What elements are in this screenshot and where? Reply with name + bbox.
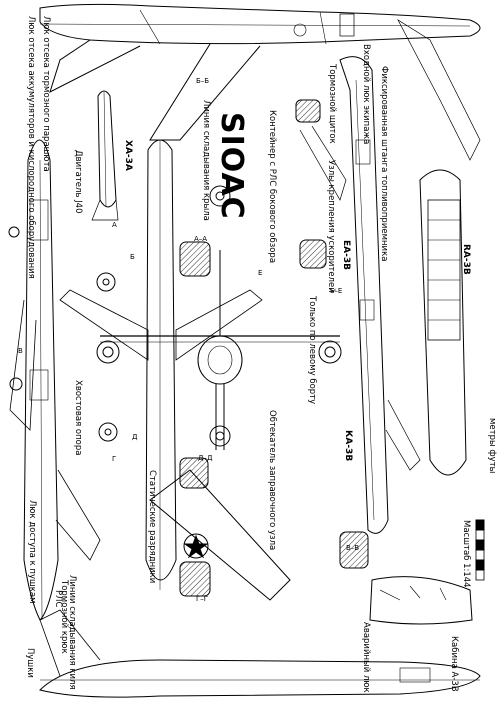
label-guns: Пушки — [25, 648, 35, 678]
label-model-ea3b: ЕА-3В — [341, 240, 351, 270]
section-vv: В–В — [346, 544, 360, 552]
engine-nacelle — [91, 90, 119, 221]
side-view-top — [39, 3, 481, 141]
front-view — [96, 250, 342, 450]
ea3b-view — [299, 56, 421, 534]
section-gg: Г–Г — [196, 595, 209, 603]
ra3b-view — [397, 19, 481, 476]
mark-a: А — [112, 221, 117, 229]
side-view-bottom — [39, 609, 481, 698]
label-model-xa3a: ХА-3А — [123, 140, 133, 171]
label-radar: РЛС — [53, 590, 63, 608]
label-static-dischargers: Статические разрядники — [147, 470, 157, 584]
cross-sections — [179, 99, 369, 597]
label-model-ra3b: RA-3B — [461, 244, 471, 275]
section-dd: Д–Д — [198, 454, 213, 462]
label-left-side-only: Только по левому борту — [307, 296, 317, 405]
label-scale-units: метры футы — [487, 418, 497, 474]
label-fixed-refuel-probe: Фиксированная штанга топливоприемника — [379, 66, 389, 262]
mark-g: Г — [112, 455, 117, 463]
label-refuel-fairing: Обтекатель заправочного узла — [267, 410, 277, 551]
mark-b: Б — [130, 253, 135, 261]
tail-code: SIOAC — [214, 112, 249, 220]
scale-bar — [475, 519, 485, 581]
cabin-profile — [369, 576, 473, 625]
label-crew-hatch: Входной люк экипажа — [361, 44, 371, 145]
label-hatch-parachute: Люк отсека тормозного парашюта — [41, 16, 51, 172]
label-cabin-a3b: Кабина А-3В — [449, 636, 459, 692]
label-hatch-batteries: Люк отсека аккумуляторов и кислородного … — [26, 16, 36, 279]
label-emergency-hatch: Аварийный люк — [361, 622, 371, 693]
label-brake-flap: Тормозной щиток — [327, 64, 337, 144]
label-wing-fold-line: Линия складывания крыла — [201, 100, 211, 221]
mark-d: Д — [132, 433, 138, 441]
label-tail-bumper: Хвостовая опора — [73, 380, 83, 456]
label-gun-access-hatch: Люк доступа к пушкам — [27, 500, 37, 604]
section-ee: Е–Е — [330, 287, 343, 295]
mark-v: В — [18, 347, 23, 355]
plan-view — [59, 139, 263, 590]
left-side-view — [8, 139, 101, 621]
label-model-ka3b: КА-3В — [343, 430, 353, 462]
label-fuel-tank-points: Узлы крепления ускорителей — [326, 160, 336, 293]
label-rps-container: Контейнер с РЛС бокового обзора — [267, 110, 277, 264]
section-bb: Б–Б — [196, 77, 210, 85]
mark-e: Е — [258, 269, 263, 277]
landing-gear — [96, 185, 231, 447]
wing-insignia-view — [149, 469, 291, 601]
label-scale-caption: Масштаб 1:144 — [461, 520, 471, 588]
section-aa: А–А — [194, 235, 208, 243]
label-engine: Двигатель J40 — [73, 150, 83, 214]
